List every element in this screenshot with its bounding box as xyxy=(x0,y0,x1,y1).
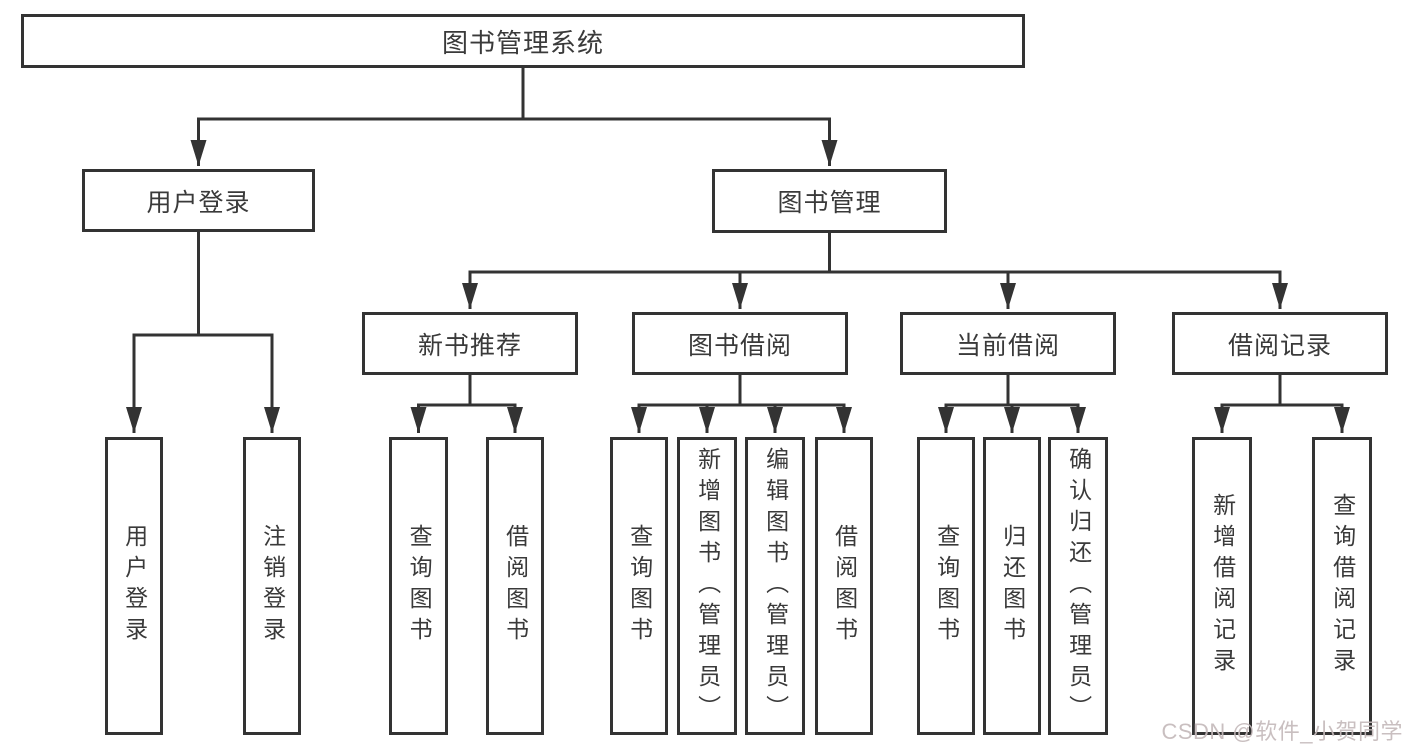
node-root-library-management-system: 图书管理系统 xyxy=(21,14,1025,68)
node-label: 新书推荐 xyxy=(417,331,522,360)
leaf-edit-books-admin: 编辑图书（管理员） xyxy=(745,437,805,735)
leaf-add-borrow-record: 新增借阅记录 xyxy=(1192,437,1252,735)
node-new-book-recommend: 新书推荐 xyxy=(362,312,578,375)
node-label: 用户登录 xyxy=(121,524,148,648)
node-label: 查询借阅记录 xyxy=(1329,493,1356,679)
node-label: 图书借阅 xyxy=(687,331,792,360)
node-current-borrowing: 当前借阅 xyxy=(900,312,1116,375)
leaf-add-books-admin: 新增图书（管理员） xyxy=(677,437,737,735)
leaf-borrow-books-recommend: 借阅图书 xyxy=(486,437,544,735)
node-label: 查询图书 xyxy=(626,524,653,648)
node-label: 新增借阅记录 xyxy=(1209,493,1236,679)
node-label: 编辑图书（管理员） xyxy=(762,446,789,726)
node-book-management: 图书管理 xyxy=(712,169,947,233)
node-label: 借阅图书 xyxy=(831,524,858,648)
leaf-query-books-recommend: 查询图书 xyxy=(389,437,448,735)
leaf-query-books-borrowing: 查询图书 xyxy=(610,437,668,735)
branch-new-book-recommend xyxy=(410,374,523,433)
node-label: 用户登录 xyxy=(146,188,251,217)
node-label: 查询图书 xyxy=(933,524,960,648)
leaf-query-books-current: 查询图书 xyxy=(917,437,975,735)
branch-book-borrowing xyxy=(631,374,852,433)
node-user-login: 用户登录 xyxy=(82,169,315,232)
node-label: 图书管理 xyxy=(777,189,882,217)
branch-root xyxy=(190,67,838,166)
node-label: 查询图书 xyxy=(406,524,433,648)
leaf-query-borrow-record: 查询借阅记录 xyxy=(1312,437,1372,735)
node-label: 确认归还（管理员） xyxy=(1065,446,1092,726)
branch-user-login xyxy=(126,231,280,433)
branch-borrowing-records xyxy=(1214,374,1350,433)
branch-book-management xyxy=(462,233,1288,309)
leaf-borrow-books: 借阅图书 xyxy=(815,437,873,735)
leaf-return-books: 归还图书 xyxy=(983,437,1041,735)
node-label: 借阅图书 xyxy=(502,524,529,648)
leaf-logout: 注销登录 xyxy=(243,437,301,735)
leaf-confirm-return-admin: 确认归还（管理员） xyxy=(1048,437,1108,735)
csdn-watermark: CSDN @软件_小贺同学 xyxy=(1161,719,1403,744)
node-label: 借阅记录 xyxy=(1227,331,1332,360)
node-label: 新增图书（管理员） xyxy=(694,446,721,726)
branch-current-borrowing xyxy=(938,374,1086,433)
node-label: 图书管理系统 xyxy=(441,27,604,58)
node-label: 注销登录 xyxy=(259,524,286,648)
node-borrowing-records: 借阅记录 xyxy=(1172,312,1388,375)
node-label: 当前借阅 xyxy=(955,331,1060,360)
node-book-borrowing: 图书借阅 xyxy=(632,312,848,375)
node-label: 归还图书 xyxy=(999,524,1026,648)
leaf-user-login: 用户登录 xyxy=(105,437,163,735)
